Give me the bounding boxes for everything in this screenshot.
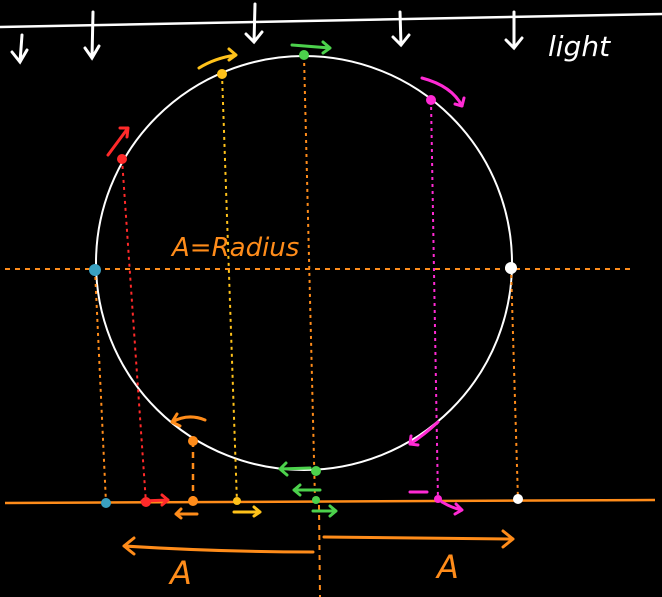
- point-orange: [188, 436, 198, 446]
- motion-arrow-icon: [292, 483, 322, 497]
- axis-point-magenta: [434, 495, 442, 503]
- projection-line-white: [510, 267, 519, 501]
- light-ray-arrow-icon: [391, 10, 411, 48]
- motion-arrow-icon: [420, 76, 466, 108]
- projection-line-red: [121, 158, 147, 504]
- motion-arrow-icon: [140, 493, 170, 507]
- axis-point-teal: [101, 498, 111, 508]
- projection-line-yellow: [221, 73, 238, 504]
- motion-arrow-icon: [122, 536, 315, 556]
- projection-line-green: [303, 55, 316, 501]
- motion-arrow-icon: [170, 412, 207, 428]
- circle-motion-arrows: [106, 40, 466, 477]
- light-ray-arrows: [10, 2, 524, 65]
- axis-point-white: [513, 494, 523, 504]
- motion-arrow-icon: [174, 507, 199, 520]
- amplitude-left-label: A: [168, 554, 192, 592]
- amplitude-arrows: [122, 529, 515, 556]
- motion-arrow-icon: [408, 490, 464, 516]
- motion-arrow-icon: [311, 504, 338, 518]
- axis-motion-arrows: [140, 483, 464, 520]
- axis-point-orange: [188, 496, 198, 506]
- point-red: [117, 154, 127, 164]
- point-green-top: [299, 50, 309, 60]
- motion-arrow-icon: [290, 40, 332, 55]
- amplitude-right-label: A: [435, 548, 459, 586]
- projection-axis: [4, 498, 656, 505]
- light-ray-arrow-icon: [244, 2, 264, 45]
- light-label: light: [548, 30, 611, 63]
- point-yellow: [217, 69, 227, 79]
- projection-lines: [94, 55, 519, 504]
- motion-arrow-icon: [278, 461, 312, 477]
- motion-arrow-icon: [408, 420, 440, 447]
- point-green-bottom: [311, 466, 321, 476]
- point-magenta: [426, 95, 436, 105]
- motion-arrow-icon: [322, 529, 515, 549]
- radius-label: A=Radius: [170, 233, 299, 263]
- motion-arrow-icon: [106, 126, 130, 157]
- top-reference-line: [0, 12, 662, 29]
- light-ray-arrow-icon: [83, 10, 101, 61]
- projection-line-magenta: [430, 99, 439, 501]
- point-white: [505, 262, 517, 274]
- center-vertical-line: [318, 504, 321, 597]
- motion-arrow-icon: [232, 505, 262, 518]
- point-teal: [89, 264, 101, 276]
- motion-arrow-icon: [197, 47, 238, 70]
- light-ray-arrow-icon: [504, 10, 524, 51]
- light-ray-arrow-icon: [10, 33, 29, 65]
- reference-circle: [95, 55, 513, 471]
- axis-point-yellow: [233, 497, 241, 505]
- axis-point-green: [312, 496, 320, 504]
